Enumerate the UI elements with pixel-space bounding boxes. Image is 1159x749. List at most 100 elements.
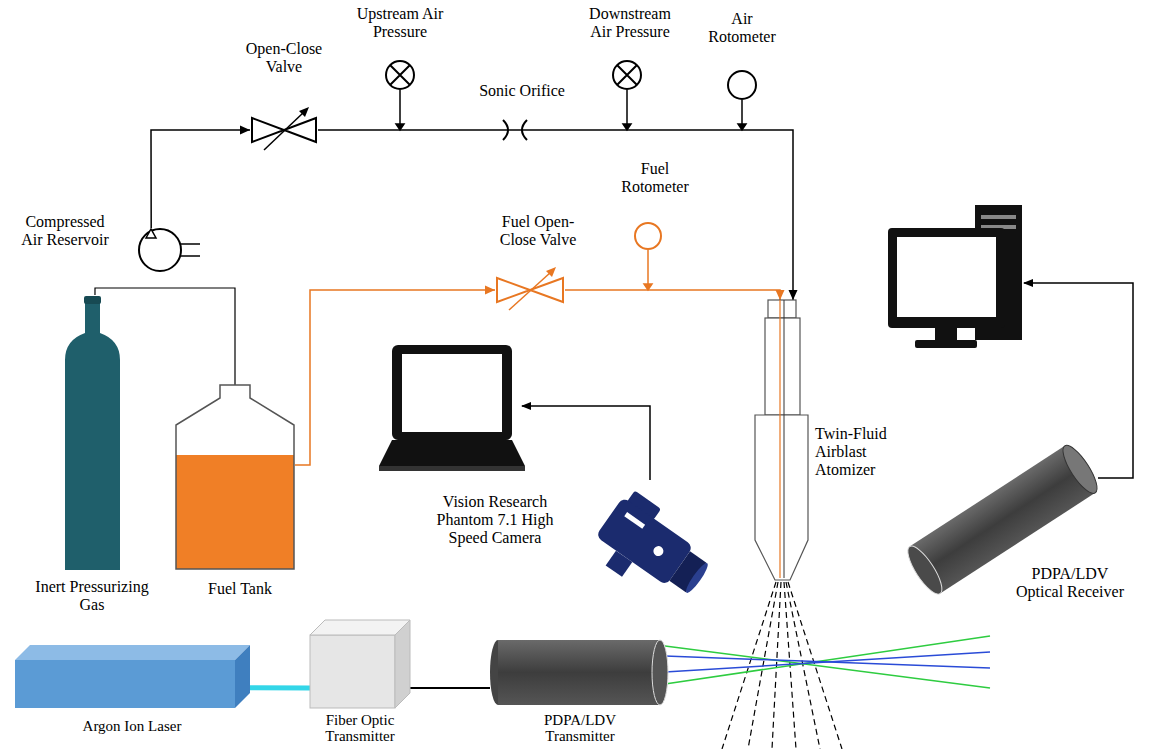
ldv-transmitter-symbol-part [652,640,668,705]
fiber-transmitter-symbol-part [310,635,395,708]
high-speed-camera-symbol-part-part [606,551,633,577]
component-label: Fuel Rotometer [615,160,695,196]
component-label: Sonic Orifice [462,82,582,100]
air-reservoir-symbol-part [146,229,156,238]
airblast-atomizer-symbol [755,300,808,580]
argon-laser-symbol [15,645,250,708]
component-label: Fuel Tank [190,580,290,598]
laser-beams [665,636,990,688]
high-speed-camera-symbol-part-part [683,561,710,595]
pipe-connector [318,129,500,131]
component-label: Open-Close Valve [239,40,329,76]
fuel-rotometer-stem-part [647,250,649,286]
gas-cylinder-symbol-part [65,297,120,570]
gauge-stems-part [741,100,743,126]
laptop-computer-part [392,345,512,440]
fuel-rotometer-symbol-part [635,223,661,249]
air-rotometer: Air Rotometer [727,70,757,100]
high-speed-camera-symbol-part-part [651,544,665,558]
air-reservoir-symbol-part [139,229,181,271]
gas-cylinder-symbol [65,295,120,570]
air-rotometer-symbol [727,70,757,100]
sonic-orifice-symbol-part [500,129,530,131]
pressure-gauge: Downstream Air Pressure [612,60,642,90]
high-speed-camera-symbol [585,480,710,605]
laptop-computer-part [402,354,502,432]
laser-beams-part [665,636,990,684]
ldv-transmitter-symbol [490,640,668,705]
air-reservoir: Compressed Air Reservoir [138,228,182,272]
desktop-computer-part [888,228,1005,328]
airblast-atomizer-symbol-part [765,318,800,415]
laser-beams-part [665,652,990,672]
airblast-atomizer-symbol-part [768,300,796,318]
component-label: Fiber Optic Transmitter [315,712,405,744]
air-reservoir-symbol-part [181,255,200,257]
argon-laser-symbol-part [15,645,250,660]
high-speed-camera-symbol-part-part [624,512,645,529]
component-label: Compressed Air Reservoir [16,213,114,249]
fiber-transmitter-symbol [310,620,410,708]
gauge-stems-part [738,124,746,130]
high-speed-camera-symbol-part [585,487,721,615]
laptop-computer-part [379,440,525,466]
pipe-connector [410,687,490,689]
pipe-connector [295,290,495,465]
desktop-computer-part [935,328,957,340]
component-label: Upstream Air Pressure [350,5,450,41]
pressure-gauge-symbol-part [386,61,414,89]
desktop-computer-part [897,237,996,317]
pressure-gauge-symbol-part [390,65,410,85]
fiber-transmitter: Fiber Optic Transmitter [310,620,410,708]
pressure-gauge-symbol [385,60,415,90]
airblast-atomizer-symbol-part [755,415,808,580]
high-speed-camera: Vision Research Phantom 7.1 High Speed C… [585,480,710,605]
airblast-atomizer-symbol-part [779,300,780,578]
gauge-stems [396,90,746,130]
arrow-head [789,290,798,300]
sonic-orifice: Sonic Orifice [500,118,530,142]
sonic-orifice-symbol [500,118,530,142]
fuel-valve: Fuel Open-Close Valve [495,272,565,308]
laser-beams-part [665,646,990,688]
optical-receiver-symbol-part-part [1057,441,1103,498]
gas-cylinder-symbol-part [84,296,101,304]
pressure-gauge: Upstream Air Pressure [385,60,415,90]
pressure-gauge-symbol-part [617,65,637,85]
fuel-rotometer-symbol [634,222,662,250]
open-close-valve: Open-Close Valve [250,112,318,148]
fuel-tank: Fuel Tank [175,385,295,570]
gauge-stems-part [399,90,401,126]
fuel-rotometer: Fuel Rotometer [634,222,662,250]
pressure-gauge-symbol [612,60,642,90]
data-cables-part [1024,283,1133,478]
arrow-head [776,290,785,300]
desktop-computer-part [915,340,977,348]
fuel-rotometer-stem-part [644,284,652,290]
pipe-connector [565,290,780,300]
fuel-tank-symbol-part [176,455,294,569]
fuel-valve-symbol [495,272,565,308]
fiber-transmitter-symbol-part [395,620,410,708]
component-label: PDPA/LDV Optical Receiver [1013,565,1128,601]
air-reservoir-symbol [138,228,182,272]
arrow-head [485,286,495,295]
open-close-valve-symbol-part [299,107,309,117]
component-label: Air Rotometer [702,10,782,46]
pipe-connector [250,685,310,690]
argon-laser-symbol-part [15,660,235,708]
component-label: Vision Research Phantom 7.1 High Speed C… [430,493,560,547]
desktop-computer [888,205,1022,348]
optical-receiver: PDPA/LDV Optical Receiver [905,435,1110,605]
gauge-stems-part [396,124,404,130]
fiber-transmitter-symbol-part [310,620,410,635]
component-label: Fuel Open-Close Valve [493,213,583,249]
fuel-valve-symbol-part [509,272,551,310]
optical-receiver-symbol-part-part [902,542,948,599]
air-rotometer-symbol-part [728,71,756,99]
fuel-tank-symbol-part [176,385,294,569]
air-reservoir-symbol-part [181,243,200,245]
data-cables-part [522,406,650,480]
